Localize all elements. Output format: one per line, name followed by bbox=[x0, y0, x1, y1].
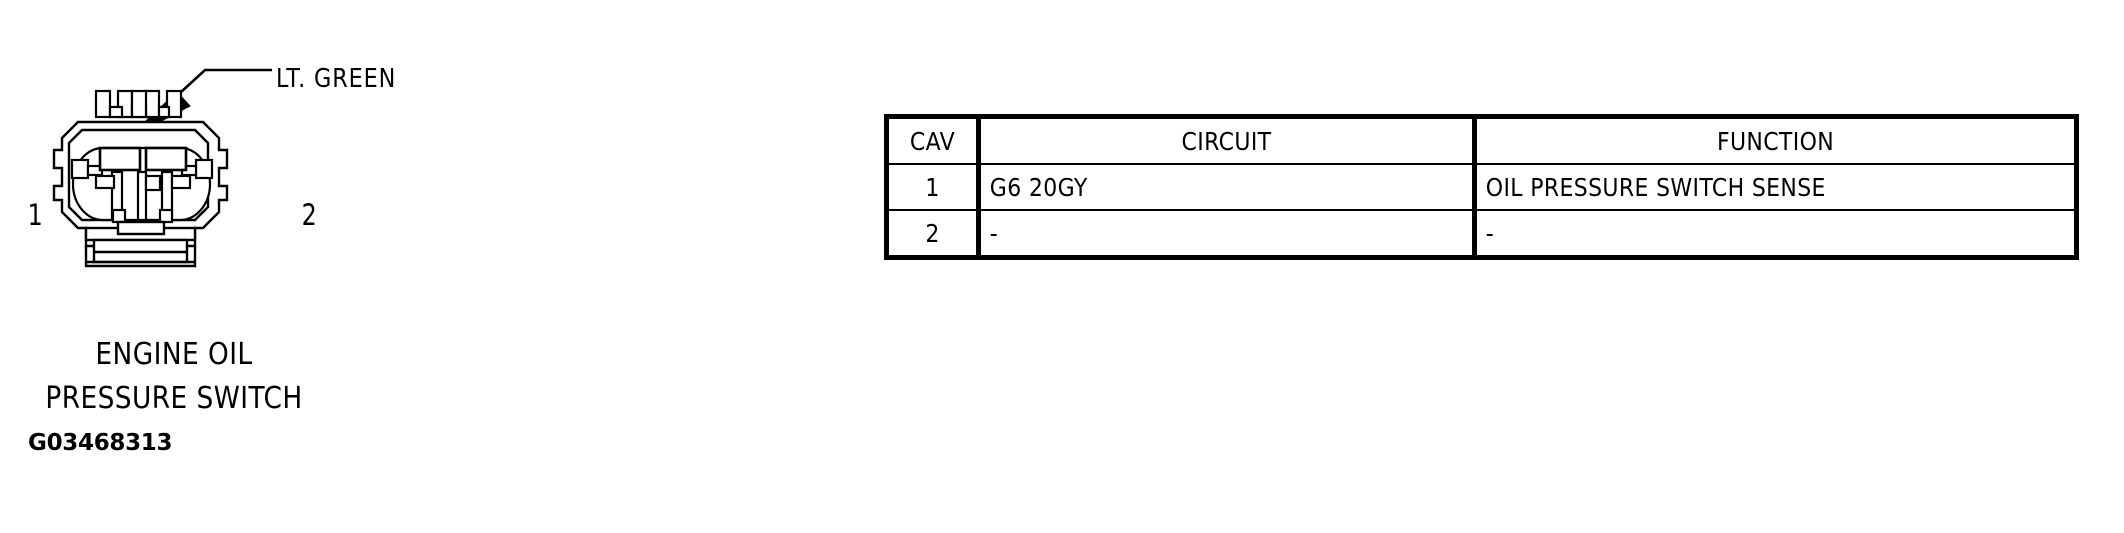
cell-circuit: - bbox=[976, 209, 1475, 259]
column-header-circuit-label: CIRCUIT bbox=[1181, 126, 1272, 156]
connector-caption-line-2: PRESSURE SWITCH bbox=[45, 381, 303, 416]
cavity-1 bbox=[98, 146, 142, 172]
connector-caption-line-1: ENGINE OIL bbox=[95, 337, 253, 372]
cell-function-value: - bbox=[1485, 218, 1495, 248]
cell-function: OIL PRESSURE SWITCH SENSE bbox=[1472, 163, 2077, 211]
cell-circuit-value: G6 20GY bbox=[989, 172, 1088, 202]
pinout-table: CAV CIRCUIT FUNCTION 1 G6 20GY OIL P bbox=[884, 114, 2079, 260]
highlighted-terminal bbox=[130, 89, 148, 119]
cell-cav-value: 1 bbox=[925, 172, 940, 202]
cell-function: - bbox=[1472, 209, 2077, 259]
column-header-cav-label: CAV bbox=[909, 126, 956, 156]
table-header-row: CAV CIRCUIT FUNCTION bbox=[886, 115, 2077, 165]
cell-cav: 1 bbox=[886, 163, 979, 211]
table-row: 1 G6 20GY OIL PRESSURE SWITCH SENSE bbox=[886, 163, 2077, 211]
column-header-cav: CAV bbox=[886, 115, 979, 165]
cell-circuit-value: - bbox=[989, 218, 999, 248]
column-header-function: FUNCTION bbox=[1472, 115, 2077, 165]
cell-function-value: OIL PRESSURE SWITCH SENSE bbox=[1485, 172, 1826, 202]
pin-number-right: 2 bbox=[301, 198, 317, 232]
connector-base bbox=[84, 220, 197, 264]
cell-cav: 2 bbox=[886, 209, 979, 259]
pin-number-left: 1 bbox=[27, 198, 43, 232]
wire-color-callout-label: LT. GREEN bbox=[276, 64, 397, 94]
figure-id-label: G03468313 bbox=[28, 430, 173, 456]
terminal-cavities bbox=[98, 146, 188, 172]
table-row: 2 - - bbox=[886, 209, 2077, 259]
keying-ribs bbox=[94, 170, 192, 224]
connector-figure: LT. GREEN 1 2 ENGINE OIL PRESSURE SWITCH… bbox=[0, 0, 640, 533]
cavity-2 bbox=[144, 146, 188, 172]
cell-circuit: G6 20GY bbox=[976, 163, 1475, 211]
column-header-function-label: FUNCTION bbox=[1716, 126, 1835, 156]
connector-face-drawing bbox=[52, 68, 272, 268]
column-header-circuit: CIRCUIT bbox=[976, 115, 1475, 165]
cell-cav-value: 2 bbox=[925, 218, 940, 248]
pinout-table-container: CAV CIRCUIT FUNCTION 1 G6 20GY OIL P bbox=[884, 114, 2079, 260]
